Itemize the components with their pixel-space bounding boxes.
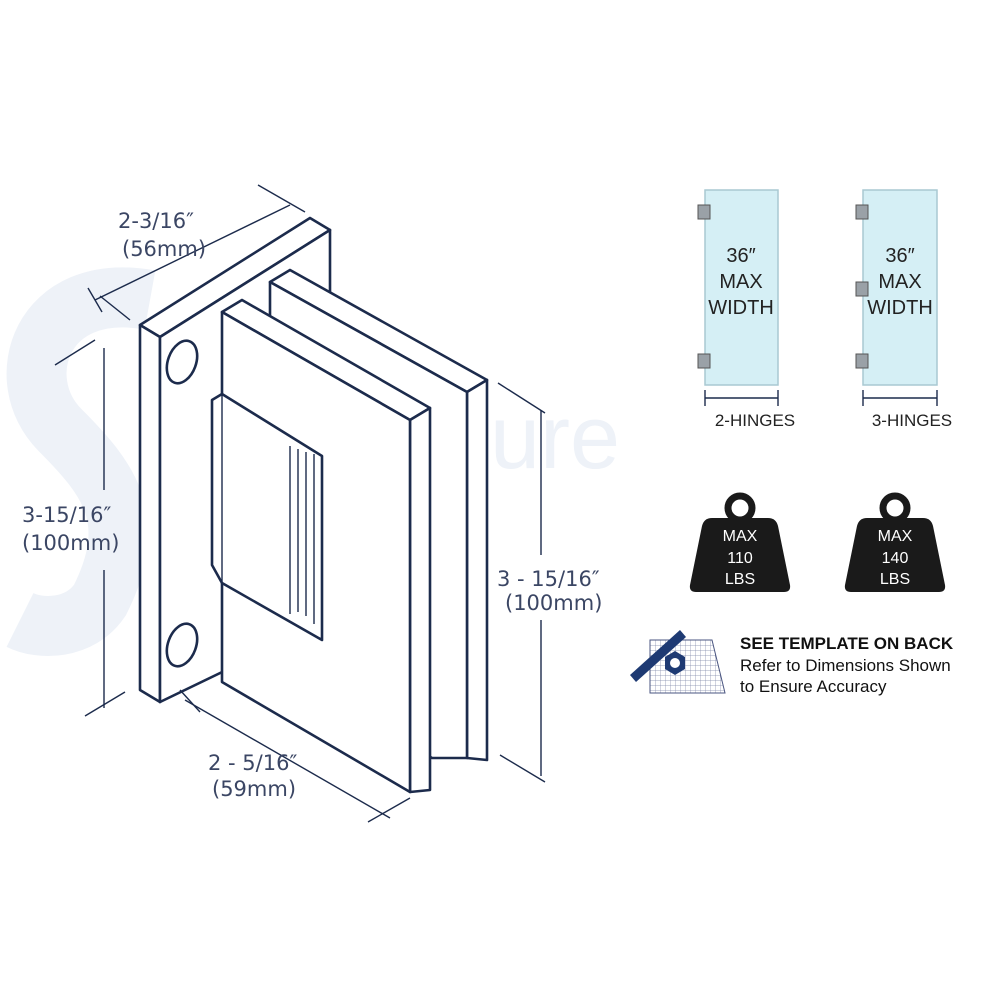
svg-text:LBS: LBS	[725, 571, 755, 588]
door-2-hinges: 36″ MAX WIDTH 2-HINGES	[697, 189, 795, 430]
svg-text:MAX: MAX	[878, 528, 913, 545]
svg-text:140: 140	[882, 550, 909, 567]
door-label: 2-HINGES	[715, 411, 795, 430]
svg-text:MAX: MAX	[878, 271, 921, 293]
hinge-icon	[697, 204, 711, 220]
plate-width-mm: (56mm)	[122, 237, 206, 261]
door-label: 3-HINGES	[872, 411, 952, 430]
svg-text:WIDTH: WIDTH	[708, 297, 774, 319]
template-note-title: SEE TEMPLATE ON BACK	[740, 634, 954, 653]
leaf-width-mm: (59mm)	[212, 777, 296, 801]
dim-leaf-height: 3 - 15/16″ (100mm)	[497, 382, 602, 783]
svg-text:ure: ure	[490, 388, 620, 488]
leaf-height-inch: 3 - 15/16″	[497, 567, 600, 591]
hinge-icon	[855, 353, 869, 369]
dim-plate-height: 3-15/16″ (100mm)	[22, 339, 126, 717]
plate-height-inch: 3-15/16″	[22, 503, 111, 527]
svg-text:36″: 36″	[726, 245, 755, 267]
plate-height-mm: (100mm)	[22, 531, 119, 555]
svg-text:110: 110	[727, 550, 753, 567]
hinge-icon	[855, 281, 869, 297]
hinge-body	[210, 392, 324, 642]
door-3-hinges: 36″ MAX WIDTH 3-HINGES	[855, 189, 952, 430]
svg-text:MAX: MAX	[723, 528, 758, 545]
svg-text:WIDTH: WIDTH	[867, 297, 933, 319]
leaf-width-inch: 2 - 5/16″	[208, 751, 297, 775]
svg-text:MAX: MAX	[719, 271, 762, 293]
hinge-icon	[697, 353, 711, 369]
leaf-height-mm: (100mm)	[505, 591, 602, 615]
svg-text:36″: 36″	[885, 245, 914, 267]
screw-hole-bottom	[165, 622, 199, 668]
dim-plate-width: 2-3/16″ (56mm)	[87, 184, 306, 321]
screw-hole-top	[165, 339, 199, 385]
plate-width-inch: 2-3/16″	[118, 209, 194, 233]
template-note-line2: to Ensure Accuracy	[740, 677, 887, 696]
weight-icon-140: MAX 140 LBS	[844, 492, 946, 592]
template-icon	[630, 630, 726, 694]
dim-leaf-width: 2 - 5/16″ (59mm)	[179, 689, 411, 823]
template-note-line1: Refer to Dimensions Shown	[740, 656, 951, 675]
weight-icon-110: MAX 110 LBS	[689, 492, 791, 592]
watermark: ure	[6, 267, 620, 656]
hinge-icon	[855, 204, 869, 220]
svg-text:LBS: LBS	[880, 571, 910, 588]
